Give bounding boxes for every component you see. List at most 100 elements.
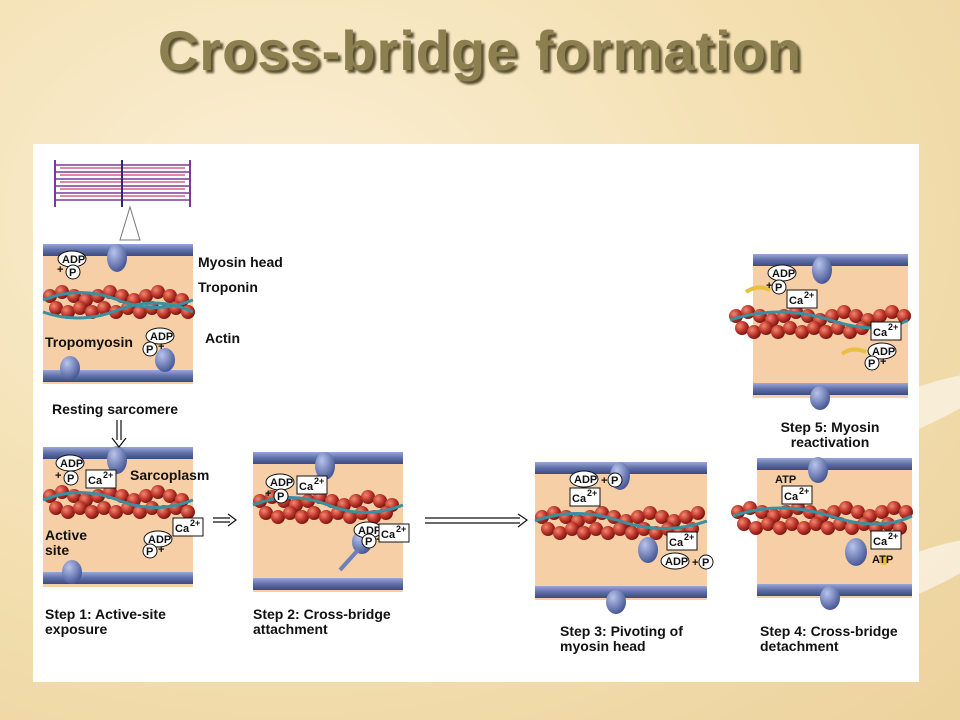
label-troponin: Troponin — [198, 279, 258, 295]
label-sarcoplasm: Sarcoplasm — [130, 467, 210, 483]
svg-text:Ca: Ca — [873, 327, 888, 339]
panel-step2 — [252, 452, 404, 592]
svg-text:ADP: ADP — [574, 474, 597, 486]
svg-text:Ca: Ca — [669, 537, 684, 549]
svg-text:ADP: ADP — [148, 534, 171, 546]
svg-text:ADP: ADP — [872, 346, 895, 358]
svg-text:+: + — [55, 470, 61, 482]
step1-caption-line1: Step 1: Active-site — [45, 606, 166, 622]
label-tropomyosin: Tropomyosin — [45, 334, 133, 350]
svg-text:Ca: Ca — [784, 491, 799, 503]
svg-text:ADP: ADP — [358, 525, 381, 537]
svg-text:+: + — [57, 264, 63, 276]
step2-caption-line2: attachment — [253, 621, 328, 637]
svg-text:Ca: Ca — [381, 529, 396, 541]
label-resting-sarcomere: Resting sarcomere — [52, 401, 179, 417]
svg-text:P: P — [67, 473, 74, 485]
slide-title: Cross-bridge formation — [157, 19, 803, 82]
svg-text:Ca: Ca — [299, 481, 314, 493]
step4-caption-line1: Step 4: Cross-bridge — [760, 623, 898, 639]
label-active-site-line1: Active — [45, 527, 88, 543]
svg-text:2+: 2+ — [799, 486, 809, 496]
adp-badge-f1: ADP+P — [766, 264, 797, 295]
svg-text:+: + — [601, 475, 607, 487]
step4-caption-line2: detachment — [760, 638, 839, 654]
svg-text:+: + — [692, 557, 698, 569]
svg-text:Ca: Ca — [175, 523, 190, 535]
svg-text:+: + — [766, 280, 772, 292]
flow-arrows — [111, 420, 529, 528]
svg-text:+: + — [880, 356, 886, 368]
atp-label-e2: ATP — [872, 554, 893, 566]
step5-caption-line1: Step 5: Myosin — [780, 419, 880, 435]
step3-caption-line2: myosin head — [560, 638, 646, 654]
panel-step1 — [42, 446, 195, 587]
svg-text:+: + — [158, 544, 164, 556]
sarcomere-thumbnail — [54, 160, 191, 241]
step5-caption-line2: reactivation — [790, 434, 870, 450]
adp-badge-b1: ADP P + — [55, 454, 85, 486]
svg-text:P: P — [365, 536, 372, 548]
svg-text:Ca: Ca — [873, 536, 888, 548]
svg-text:P: P — [146, 546, 153, 558]
svg-text:2+: 2+ — [396, 524, 406, 534]
svg-text:2+: 2+ — [684, 532, 694, 542]
svg-text:ADP: ADP — [270, 477, 293, 489]
svg-text:2+: 2+ — [888, 322, 898, 332]
svg-text:ATP: ATP — [775, 474, 796, 486]
svg-text:ATP: ATP — [872, 554, 893, 566]
svg-text:P: P — [775, 282, 782, 294]
svg-text:2+: 2+ — [103, 470, 113, 480]
svg-text:Ca: Ca — [789, 295, 804, 307]
svg-text:2+: 2+ — [314, 476, 324, 486]
svg-text:P: P — [702, 557, 709, 569]
step1-caption-line2: exposure — [45, 621, 108, 637]
panel-step3 — [534, 462, 708, 614]
svg-text:Ca: Ca — [88, 475, 103, 487]
svg-text:+: + — [265, 488, 271, 500]
svg-text:Ca: Ca — [572, 493, 587, 505]
svg-text:P: P — [69, 267, 76, 279]
atp-label-e1: ATP — [775, 474, 796, 486]
label-myosin-head: Myosin head — [198, 254, 283, 270]
svg-text:+: + — [158, 341, 164, 353]
svg-text:ADP: ADP — [150, 331, 173, 343]
svg-text:2+: 2+ — [587, 488, 597, 498]
label-active-site-line2: site — [45, 542, 70, 558]
svg-text:ADP: ADP — [665, 556, 688, 568]
step3-caption-line1: Step 3: Pivoting of — [560, 623, 683, 639]
panel-step4 — [731, 457, 913, 610]
svg-text:2+: 2+ — [804, 290, 814, 300]
svg-text:ADP: ADP — [772, 268, 795, 280]
svg-text:P: P — [146, 344, 153, 356]
label-actin: Actin — [205, 330, 240, 346]
step2-caption-line1: Step 2: Cross-bridge — [253, 606, 391, 622]
adp-badge-d1: ADP + P — [569, 470, 623, 488]
svg-text:P: P — [611, 475, 618, 487]
svg-text:P: P — [868, 358, 875, 370]
svg-text:ADP: ADP — [60, 458, 83, 470]
svg-text:2+: 2+ — [190, 518, 200, 528]
adp-badge-d2: ADP + P — [660, 552, 714, 570]
svg-text:2+: 2+ — [888, 531, 898, 541]
svg-text:ADP: ADP — [62, 254, 85, 266]
svg-text:P: P — [277, 491, 284, 503]
adp-badge-c1: ADP P + — [265, 473, 295, 504]
